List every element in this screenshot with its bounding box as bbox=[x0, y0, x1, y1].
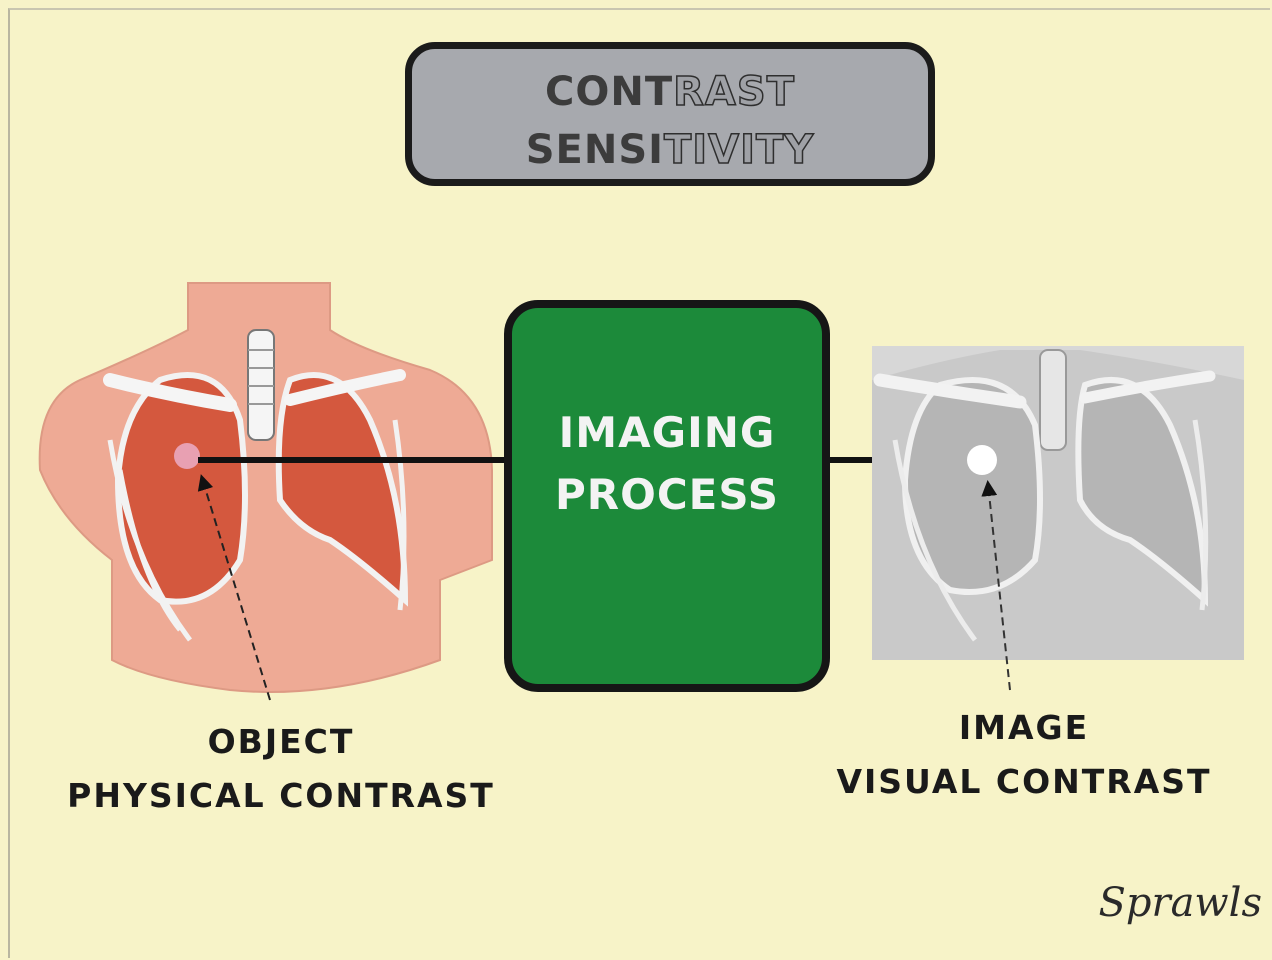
author-signature: Sprawls bbox=[1092, 880, 1262, 926]
process-label-line-1: IMAGING bbox=[512, 408, 822, 457]
process-label-line-2: PROCESS bbox=[512, 470, 822, 519]
image-caption-line-1: IMAGE bbox=[818, 708, 1230, 747]
chest-xray-image bbox=[872, 346, 1244, 690]
object-caption-line-1: OBJECT bbox=[48, 722, 514, 761]
chest-anatomy-illustration bbox=[40, 283, 492, 700]
image-caption-line-2: VISUAL CONTRAST bbox=[818, 762, 1230, 801]
object-caption-line-2: PHYSICAL CONTRAST bbox=[48, 776, 514, 815]
imaging-process-box: IMAGING PROCESS bbox=[504, 300, 830, 692]
